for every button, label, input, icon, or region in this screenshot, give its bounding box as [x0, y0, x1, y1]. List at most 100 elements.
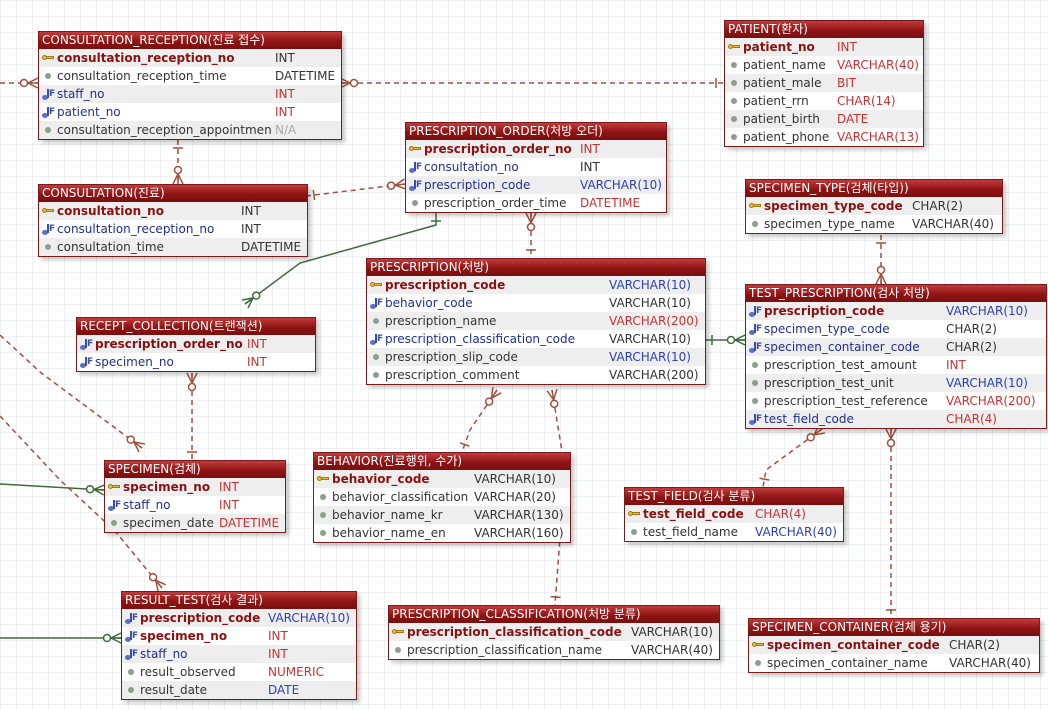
relationship-line[interactable]	[885, 428, 897, 618]
relationship-line[interactable]	[759, 424, 826, 488]
entity-title[interactable]: TEST_PRESCRIPTION(검사 처방)	[746, 285, 1046, 302]
entity-title[interactable]: SPECIMEN(검체)	[105, 461, 285, 478]
entity-title[interactable]: TEST_FIELD(검사 분류)	[625, 488, 843, 505]
entity-title[interactable]: SPECIMEN_TYPE(검체(타입))	[746, 180, 1002, 197]
relationship-line[interactable]	[704, 334, 746, 346]
entity-title[interactable]: BEHAVIOR(진료행위, 수가)	[314, 453, 570, 470]
entity-prescription-classification[interactable]: PRESCRIPTION_CLASSIFICATION(처방 분류)prescr…	[388, 605, 720, 660]
entity-title[interactable]: PRESCRIPTION_CLASSIFICATION(처방 분류)	[389, 606, 719, 623]
entity-title[interactable]: PRESCRIPTION(처방)	[367, 259, 705, 276]
relationship-line[interactable]	[305, 178, 406, 201]
column-type: VARCHAR(10)	[946, 376, 1028, 390]
column-type: INT	[247, 355, 267, 369]
entity-title[interactable]: CONSULTATION_RECEPTION(진료 접수)	[39, 32, 341, 49]
entity-title[interactable]: PRESCRIPTION_ORDER(처방 오더)	[406, 123, 666, 140]
relationship-line[interactable]	[0, 632, 122, 644]
entity-specimen-container[interactable]: SPECIMEN_CONTAINER(검체 용기)specimen_contai…	[748, 618, 1040, 673]
relationship-line[interactable]	[459, 387, 502, 453]
entity-title[interactable]: RECEPT_COLLECTION(트랜잭션)	[77, 318, 315, 335]
relationship-line[interactable]	[172, 140, 184, 185]
relationship-line[interactable]	[339, 77, 724, 89]
relationship-line[interactable]	[525, 212, 537, 258]
column-name: prescription_test_amount	[764, 358, 917, 372]
relationship-line[interactable]	[186, 372, 198, 460]
entity-consultation-reception[interactable]: CONSULTATION_RECEPTION(진료 접수)consultatio…	[38, 31, 342, 140]
relationship-line[interactable]	[0, 77, 39, 89]
entity-title[interactable]: RESULT_TEST(검사 결과)	[122, 592, 356, 609]
entity-title[interactable]: CONSULTATION(진료)	[39, 185, 307, 202]
relationship-line[interactable]	[875, 235, 887, 285]
relationship-line[interactable]	[0, 483, 105, 496]
entity-title[interactable]: PATIENT(환자)	[725, 21, 923, 38]
column-type: VARCHAR(160)	[474, 526, 564, 540]
entity-prescription-order[interactable]: PRESCRIPTION_ORDER(처방 오더)prescription_or…	[405, 122, 667, 213]
column-type: VARCHAR(40)	[755, 525, 837, 539]
entity-title[interactable]: SPECIMEN_CONTAINER(검체 용기)	[749, 619, 1039, 636]
